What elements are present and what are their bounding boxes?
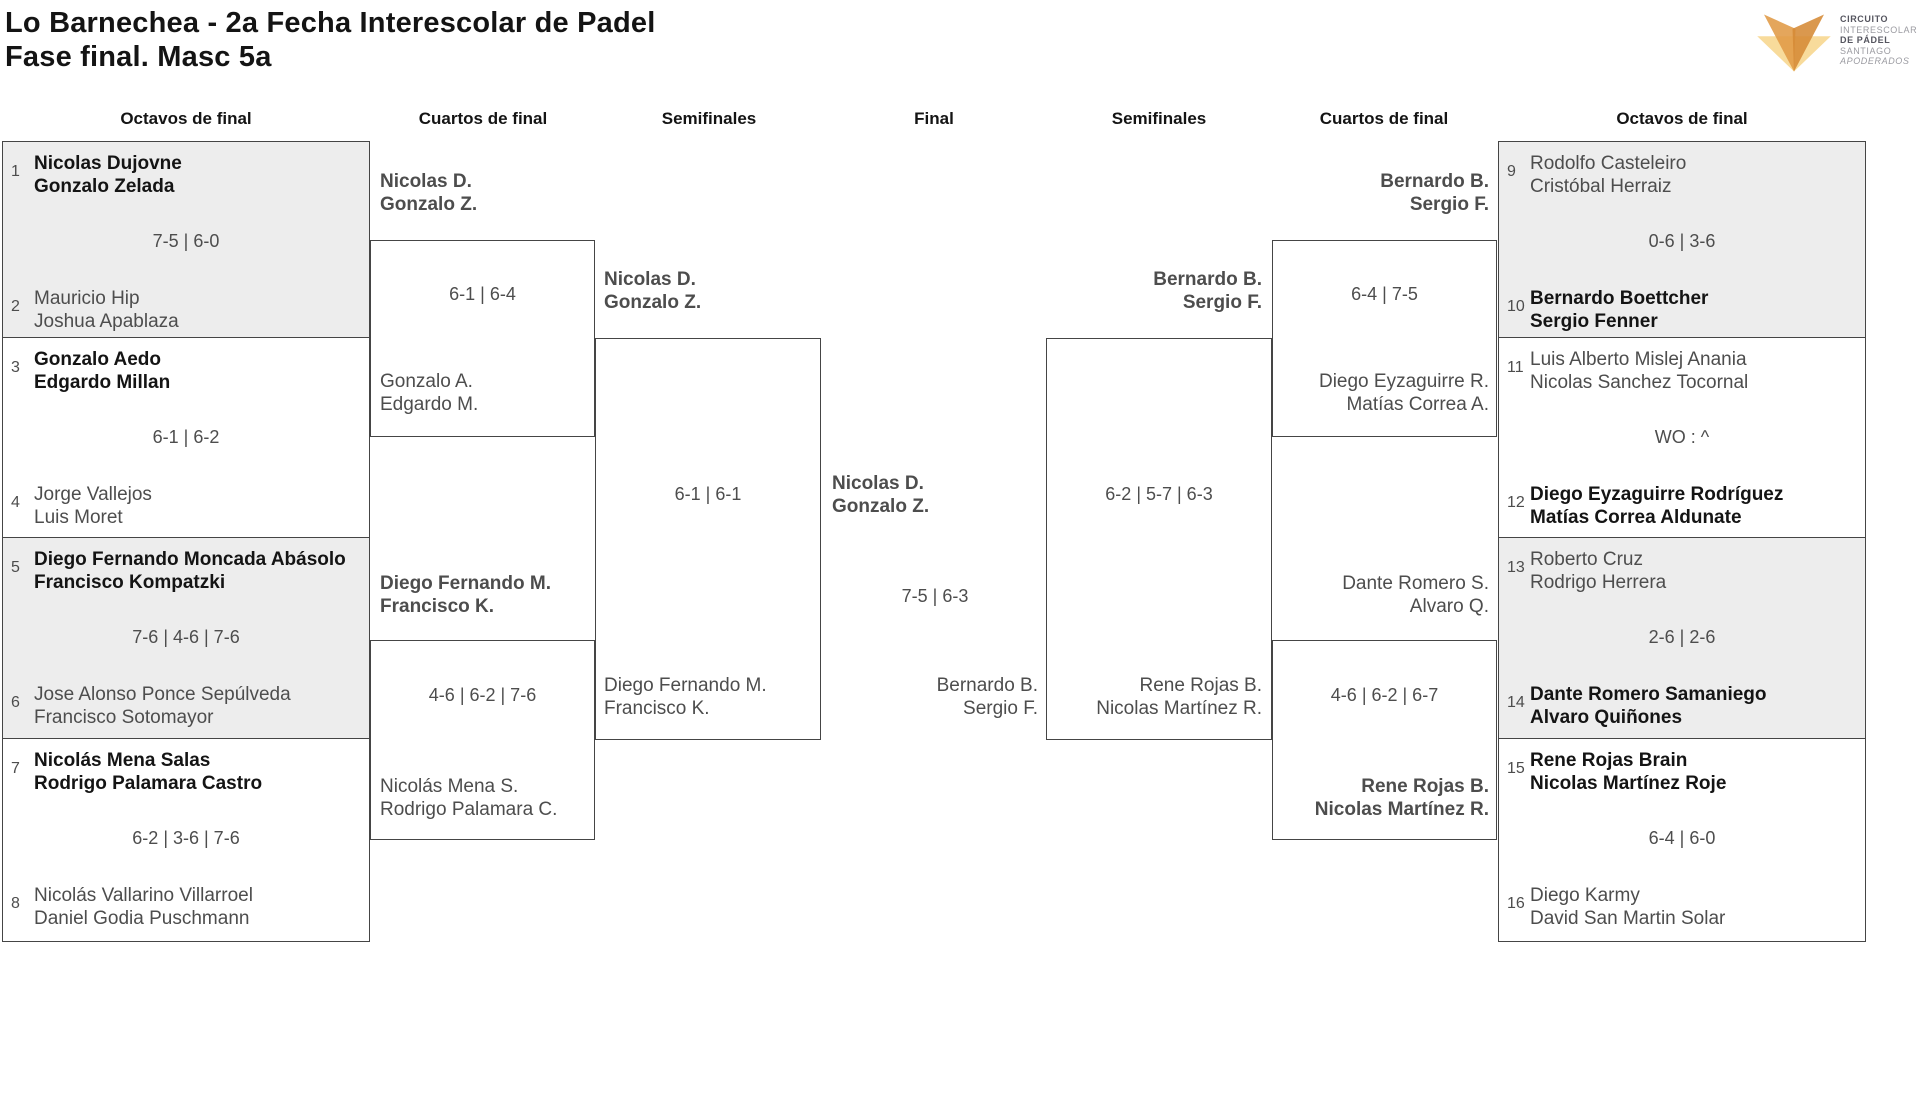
seed-number: 13: [1507, 559, 1525, 576]
logo-text-circuito: CIRCUITO: [1840, 14, 1889, 24]
sf-left-box: [595, 338, 821, 740]
page-title-line2: Fase final. Masc 5a: [5, 41, 272, 73]
seed-number: 14: [1507, 694, 1525, 711]
team-name-winner: Diego Fernando M. Francisco K.: [380, 573, 551, 617]
team-name-winner: Bernardo Boettcher Sergio Fenner: [1530, 288, 1709, 332]
team-name: Mauricio Hip Joshua Apablaza: [34, 288, 179, 332]
team-name: Jorge Vallejos Luis Moret: [34, 484, 152, 528]
seed-number: 4: [11, 494, 20, 511]
team-name: Bernardo B. Sergio F.: [936, 675, 1038, 719]
team-name-winner: Diego Eyzaguirre Rodríguez Matías Correa…: [1530, 484, 1784, 528]
seed-number: 15: [1507, 760, 1525, 777]
seed-number: 9: [1507, 163, 1516, 180]
round-header-final: Final: [914, 109, 954, 128]
team-name-winner: Rene Rojas Brain Nicolas Martínez Roje: [1530, 750, 1727, 794]
match-score: 6-4 | 6-0: [1648, 828, 1716, 848]
seed-number: 16: [1507, 895, 1525, 912]
circuito-logo-text: CIRCUITO INTERESCOLAR DE PÁDEL SANTIAGO …: [1840, 14, 1917, 67]
match-score: 7-5 | 6-0: [152, 231, 220, 251]
match-box-9-10: 9 Rodolfo Casteleiro Cristóbal Herraiz 0…: [1498, 141, 1866, 338]
round-header-octavos-right: Octavos de final: [1616, 109, 1748, 128]
sf-right-box: [1046, 338, 1272, 740]
match-score: 6-1 | 6-1: [674, 484, 742, 504]
logo-text-santiago: SANTIAGO: [1840, 45, 1892, 56]
match-score: 7-5 | 6-3: [901, 586, 969, 606]
team-name-winner: Diego Fernando Moncada Abásolo Francisco…: [34, 549, 346, 593]
team-name: Rene Rojas B. Nicolas Martínez R.: [1096, 675, 1262, 719]
round-header-octavos-left: Octavos de final: [120, 109, 252, 128]
team-name: Jose Alonso Ponce Sepúlveda Francisco So…: [34, 684, 291, 728]
team-name: Diego Fernando M. Francisco K.: [604, 675, 767, 719]
round-header-semis-left: Semifinales: [661, 109, 757, 128]
seed-number: 7: [11, 760, 20, 777]
match-box-11-12: 11 Luis Alberto Mislej Anania Nicolas Sa…: [1498, 337, 1866, 538]
qf-left-1-box: [370, 240, 595, 437]
match-score: 2-6 | 2-6: [1648, 627, 1716, 647]
team-name: Gonzalo A. Edgardo M.: [380, 371, 479, 415]
match-score: 6-4 | 7-5: [1351, 284, 1418, 304]
team-name: Diego Karmy David San Martin Solar: [1530, 885, 1726, 929]
seed-number: 3: [11, 359, 20, 376]
logo-text-interescolar: INTERESCOLAR: [1840, 24, 1918, 35]
seed-number: 1: [11, 163, 20, 180]
match-box-5-6: 5 Diego Fernando Moncada Abásolo Francis…: [2, 537, 370, 739]
team-name: Luis Alberto Mislej Anania Nicolas Sanch…: [1530, 349, 1749, 393]
team-name-winner: Gonzalo Aedo Edgardo Millan: [34, 349, 171, 393]
seed-number: 12: [1507, 494, 1525, 511]
match-box-13-14: 13 Roberto Cruz Rodrigo Herrera 2-6 | 2-…: [1498, 537, 1866, 739]
page-title: Lo Barnechea - 2a Fecha Interescolar de …: [5, 6, 655, 74]
match-box-3-4: 3 Gonzalo Aedo Edgardo Millan 6-1 | 6-2 …: [2, 337, 370, 538]
match-box-7-8: 7 Nicolás Mena Salas Rodrigo Palamara Ca…: [2, 738, 370, 942]
round-header-cuartos-right: Cuartos de final: [1319, 109, 1449, 128]
team-name-winner: Dante Romero Samaniego Alvaro Quiñones: [1530, 684, 1767, 728]
match-score: 0-6 | 3-6: [1648, 231, 1716, 251]
team-name-winner: Nicolás Mena Salas Rodrigo Palamara Cast…: [34, 750, 263, 794]
match-score: WO : ^: [1654, 427, 1710, 447]
seed-number: 6: [11, 694, 20, 711]
match-score: 6-2 | 3-6 | 7-6: [132, 828, 240, 848]
team-name: Rodolfo Casteleiro Cristóbal Herraiz: [1530, 153, 1687, 197]
match-score: 6-1 | 6-2: [152, 427, 220, 447]
page-title-line1: Lo Barnechea - 2a Fecha Interescolar de …: [5, 7, 656, 39]
team-name-winner: Nicolas Dujovne Gonzalo Zelada: [34, 153, 182, 197]
seed-number: 2: [11, 298, 20, 315]
team-name: Roberto Cruz Rodrigo Herrera: [1530, 549, 1667, 593]
circuito-padel-logo-icon: [1757, 14, 1831, 72]
seed-number: 5: [11, 559, 20, 576]
logo-text-apoderados: APODERADOS: [1840, 56, 1910, 66]
logo-text-de-padel: DE PÁDEL: [1840, 35, 1891, 45]
round-header-cuartos-left: Cuartos de final: [418, 109, 548, 128]
match-box-15-16: 15 Rene Rojas Brain Nicolas Martínez Roj…: [1498, 738, 1866, 942]
match-score: 6-2 | 5-7 | 6-3: [1105, 484, 1213, 504]
team-name: Nicolás Mena S. Rodrigo Palamara C.: [380, 776, 558, 820]
seed-number: 11: [1507, 359, 1524, 376]
match-score: 6-1 | 6-4: [449, 284, 516, 304]
team-name-winner: Rene Rojas B. Nicolas Martínez R.: [1314, 776, 1489, 820]
qf-right-1-box: [1272, 240, 1497, 437]
team-name: Nicolás Vallarino Villarroel Daniel Godi…: [34, 885, 253, 929]
team-name: Diego Eyzaguirre R. Matías Correa A.: [1318, 371, 1489, 415]
qf-right-2-box: [1272, 640, 1497, 840]
match-score: 4-6 | 6-2 | 7-6: [428, 685, 537, 705]
team-name-winner: Nicolas D. Gonzalo Z.: [380, 171, 478, 215]
team-name-winner: Bernardo B. Sergio F.: [1380, 171, 1489, 215]
qf-left-2-box: [370, 640, 595, 840]
team-name-winner: Bernardo B. Sergio F.: [1153, 269, 1262, 313]
team-name: Dante Romero S. Alvaro Q.: [1342, 573, 1489, 617]
round-header-semis-right: Semifinales: [1111, 109, 1207, 128]
team-name-winner: Nicolas D. Gonzalo Z.: [604, 269, 702, 313]
team-name-winner: Nicolas D. Gonzalo Z.: [832, 473, 930, 517]
seed-number: 10: [1507, 298, 1525, 315]
match-score: 4-6 | 6-2 | 6-7: [1330, 685, 1439, 705]
match-score: 7-6 | 4-6 | 7-6: [132, 627, 240, 647]
seed-number: 8: [11, 895, 20, 912]
match-box-1-2: 1 Nicolas Dujovne Gonzalo Zelada 7-5 | 6…: [2, 141, 370, 338]
